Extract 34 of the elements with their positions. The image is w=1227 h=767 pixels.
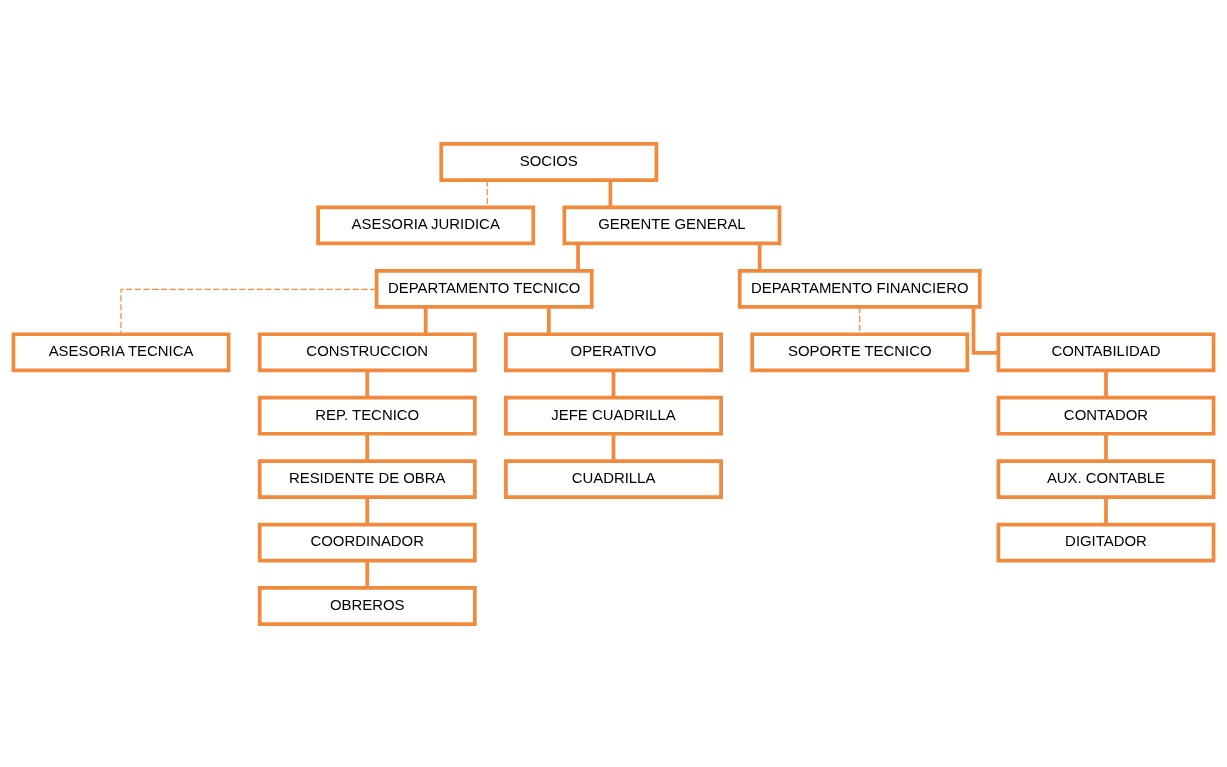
node-box: SOCIOS [439, 141, 659, 182]
node-box: ASESORIA JURIDICA [316, 205, 536, 245]
connector [546, 306, 551, 334]
connector [365, 497, 370, 524]
node-box: DEPARTAMENTO TECNICO [374, 268, 594, 309]
connector [423, 306, 428, 334]
node-box: OBREROS [257, 585, 477, 626]
connector [1104, 433, 1108, 461]
node-box: AUX. CONTABLE [996, 458, 1216, 499]
node-box: COORDINADOR [257, 522, 477, 562]
connector [1104, 370, 1108, 398]
connector [608, 179, 613, 207]
connector [365, 560, 370, 588]
connector [611, 433, 616, 461]
connector [1104, 497, 1108, 524]
connector [365, 433, 370, 461]
connector [576, 243, 580, 271]
node-box: OPERATIVO [504, 331, 723, 372]
node-box: CONTABILIDAD [996, 331, 1216, 372]
node-box: DIGITADOR [996, 522, 1216, 562]
node-box: JEFE CUADRILLA [504, 395, 723, 436]
node-box: CONSTRUCCION [257, 331, 477, 372]
node-box: REP. TECNICO [257, 395, 477, 436]
node-box: GERENTE GENERAL [562, 205, 782, 245]
node-box: SOPORTE TECNICO [750, 331, 970, 372]
connector [365, 370, 370, 398]
node-box: RESIDENTE DE OBRA [257, 458, 477, 499]
node-box: DEPARTAMENTO FINANCIERO [737, 268, 982, 309]
node-box: ASESORIA TECNICA [11, 331, 231, 372]
connector [611, 370, 616, 398]
connector [120, 288, 377, 335]
node-box: CONTADOR [996, 395, 1216, 436]
node-box: CUADRILLA [504, 458, 723, 499]
connector [757, 243, 762, 271]
